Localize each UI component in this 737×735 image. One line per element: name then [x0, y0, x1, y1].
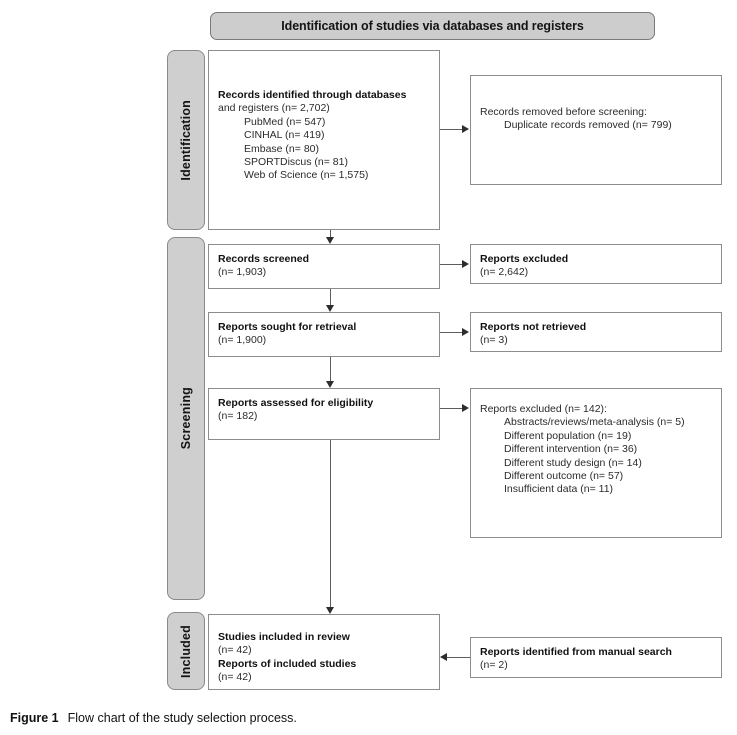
exclusion-reason: Insufficient data (n= 11)	[504, 483, 614, 496]
studies-included-title: Studies included in review	[218, 631, 350, 643]
records-identified-source: PubMed (n= 547)	[244, 115, 326, 128]
records-identified-title-line1: Records identified through databases	[218, 89, 407, 101]
records-removed-title: Records removed before screening	[480, 106, 645, 118]
stage-label-screening: Screening	[167, 237, 205, 600]
studies-included-count: (n= 42)	[218, 644, 252, 657]
box-reports-excluded-eligibility: Reports excluded (n= 142): Abstracts/rev…	[470, 388, 722, 538]
stage-label-included-text: Included	[179, 624, 193, 678]
records-removed-colon: :	[644, 106, 647, 118]
records-removed-detail: Duplicate records removed (n= 799)	[504, 119, 672, 132]
box-manual-search: Reports identified from manual search (n…	[470, 637, 722, 678]
box-records-removed: Records removed before screening: Duplic…	[470, 75, 722, 185]
manual-search-title: Reports identified from manual search	[480, 646, 672, 658]
manual-search-count: (n= 2)	[480, 659, 508, 672]
records-screened-count: (n= 1,903)	[218, 266, 267, 279]
connector-sought-to-not-retrieved	[440, 332, 463, 334]
records-identified-source: SPORTDiscus (n= 81)	[244, 156, 348, 169]
arrowhead-screened-to-excluded	[462, 260, 469, 268]
stage-label-identification-text: Identification	[179, 99, 193, 181]
box-records-screened: Records screened (n= 1,903)	[208, 244, 440, 289]
records-screened-title: Records screened	[218, 253, 310, 265]
diagram-header-title: Identification of studies via databases …	[281, 19, 584, 33]
figure-caption: Figure 1 Flow chart of the study selectio…	[10, 710, 710, 726]
reports-assessed-title: Reports assessed for eligibility	[218, 397, 374, 409]
reports-assessed-count: (n= 182)	[218, 410, 258, 423]
box-records-identified: Records identified through databases and…	[208, 50, 440, 230]
reports-excluded-screening-title: Reports excluded	[480, 253, 569, 265]
stage-label-identification: Identification	[167, 50, 205, 230]
reports-included-title: Reports of included studies	[218, 657, 357, 670]
figure-caption-label: Figure 1	[10, 711, 59, 725]
stage-label-screening-text: Screening	[179, 387, 193, 450]
stage-label-included: Included	[167, 612, 205, 690]
records-identified-total: (n= 2,702)	[281, 102, 330, 115]
diagram-header-banner: Identification of studies via databases …	[210, 12, 655, 40]
exclusion-reason: Different study design (n= 14)	[504, 456, 642, 469]
box-reports-excluded-screening: Reports excluded (n= 2,642)	[470, 244, 722, 284]
records-identified-source: CINHAL (n= 419)	[244, 129, 325, 142]
exclusion-reason: Abstracts/reviews/meta-analysis (n= 5)	[504, 416, 685, 429]
connector-screened-to-sought	[330, 289, 332, 305]
exclusion-reason: Different intervention (n= 36)	[504, 443, 638, 456]
connector-screened-to-excluded	[440, 264, 463, 266]
figure-caption-text: Flow chart of the study selection proces…	[67, 711, 297, 725]
reports-sought-count: (n= 1,900)	[218, 334, 267, 347]
connector-assessed-to-included	[330, 440, 332, 607]
records-identified-source: Embase (n= 80)	[244, 142, 319, 155]
exclusion-reason: Different outcome (n= 57)	[504, 470, 624, 483]
connector-sought-to-assessed	[330, 357, 332, 381]
box-reports-not-retrieved: Reports not retrieved (n= 3)	[470, 312, 722, 352]
reports-not-retrieved-count: (n= 3)	[480, 334, 508, 347]
reports-excluded-eligibility-count: (n= 142):	[564, 403, 607, 415]
reports-not-retrieved-title: Reports not retrieved	[480, 321, 587, 333]
connector-identified-to-screened	[330, 230, 332, 237]
reports-sought-title: Reports sought for retrieval	[218, 321, 357, 333]
box-reports-assessed: Reports assessed for eligibility (n= 182…	[208, 388, 440, 440]
exclusion-reason: Different population (n= 19)	[504, 429, 632, 442]
arrowhead-identified-to-removed	[462, 125, 469, 133]
records-identified-source: Web of Science (n= 1,575)	[244, 169, 369, 182]
reports-excluded-eligibility-title: Reports excluded	[480, 403, 562, 415]
arrowhead-sought-to-not-retrieved	[462, 328, 469, 336]
records-identified-title-line2: and registers	[218, 102, 279, 115]
arrowhead-sought-to-assessed	[325, 381, 334, 388]
box-studies-included: Studies included in review (n= 42) Repor…	[208, 614, 440, 690]
arrowhead-manual-to-included	[440, 653, 447, 661]
connector-identified-to-removed	[440, 129, 463, 131]
arrowhead-screened-to-sought	[325, 305, 334, 312]
box-reports-sought: Reports sought for retrieval (n= 1,900)	[208, 312, 440, 357]
connector-assessed-to-excluded	[440, 408, 463, 410]
arrowhead-identified-to-screened	[325, 237, 334, 244]
arrowhead-assessed-to-included	[325, 607, 334, 614]
reports-included-count: (n= 42)	[218, 671, 252, 684]
connector-manual-to-included	[447, 657, 470, 659]
reports-excluded-screening-count: (n= 2,642)	[480, 266, 529, 279]
arrowhead-assessed-to-excluded	[462, 404, 469, 412]
